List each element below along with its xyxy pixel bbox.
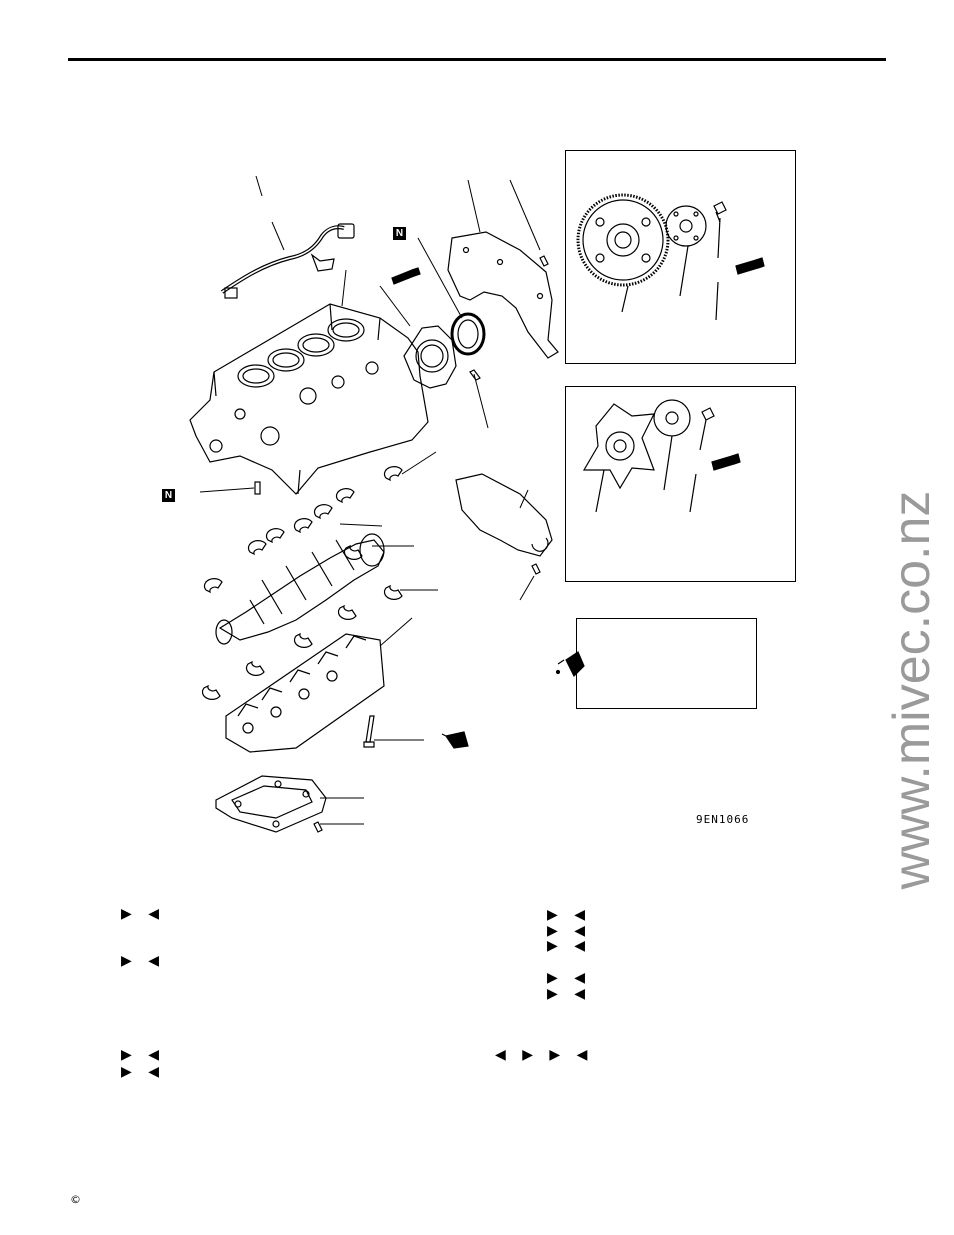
oil-can-icon	[555, 651, 585, 678]
service-marker: ▶ ◀	[121, 906, 165, 922]
header-rule	[68, 58, 886, 61]
small-bolt	[313, 821, 323, 833]
flywheel-detail	[576, 193, 765, 321]
flywheel-inset-box	[565, 150, 796, 364]
bell-housing-cover	[455, 473, 553, 575]
service-marker: ▶ ◀	[547, 970, 591, 986]
bearing-cap-ladder	[225, 633, 385, 753]
baffle-plate	[215, 775, 327, 833]
rear-oil-seal-case	[403, 325, 457, 389]
dowel-pin	[254, 481, 261, 495]
service-marker: ▶ ◀	[121, 1064, 165, 1080]
cylinder-block	[189, 303, 429, 495]
copyright-symbol: ©	[70, 1193, 81, 1206]
rear-oil-seal	[450, 312, 486, 356]
service-marker: ▶ ◀	[547, 938, 591, 954]
service-marker: ◀ ▶ ▶ ◀	[495, 1047, 594, 1063]
figure-code: 9EN1066	[696, 813, 750, 826]
drive-plate-detail	[582, 399, 741, 513]
sealant-tube-icon	[391, 267, 421, 285]
crank-sensor-harness	[220, 223, 355, 299]
main-bearing-shells	[201, 466, 403, 700]
bolt	[469, 369, 481, 381]
new-part-badge: N	[393, 227, 406, 240]
oil-can-icon	[441, 731, 469, 749]
drive-plate-inset-box	[565, 386, 796, 582]
service-marker: ▶ ◀	[121, 1047, 165, 1063]
rear-plate	[447, 231, 559, 359]
new-part-badge: N	[162, 489, 175, 502]
lubrication-legend-box	[576, 618, 757, 709]
leader-lines	[199, 175, 541, 825]
service-marker: ▶ ◀	[547, 923, 591, 939]
watermark: www.mivec.co.nz	[883, 490, 941, 890]
service-marker: ▶ ◀	[547, 907, 591, 923]
crankshaft	[215, 533, 385, 645]
service-marker: ▶ ◀	[547, 986, 591, 1002]
cap-bolt	[365, 715, 375, 743]
service-marker: ▶ ◀	[121, 953, 165, 969]
